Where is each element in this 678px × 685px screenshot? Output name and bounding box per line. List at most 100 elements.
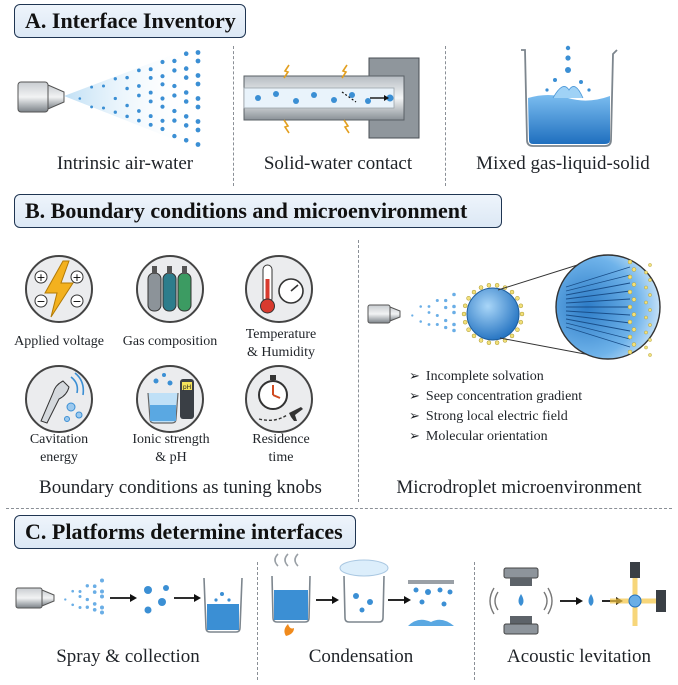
droplet bbox=[644, 270, 648, 275]
caption-boundary-conditions: Boundary conditions as tuning knobs bbox=[39, 477, 322, 498]
droplet bbox=[419, 320, 422, 323]
droplet bbox=[444, 305, 448, 310]
droplet bbox=[195, 73, 201, 78]
droplet bbox=[148, 114, 153, 119]
droplet bbox=[183, 51, 189, 56]
field-line bbox=[565, 274, 631, 292]
droplet bbox=[71, 589, 75, 593]
droplet bbox=[644, 330, 648, 335]
droplet bbox=[644, 315, 648, 320]
droplet bbox=[452, 322, 456, 327]
bullet-item: Seep concentration gradient bbox=[409, 386, 582, 406]
droplet bbox=[627, 319, 633, 325]
droplet bbox=[462, 319, 468, 325]
knob-label-ionic-strength-ph: Ionic strength & pH bbox=[132, 432, 210, 465]
droplet bbox=[648, 338, 652, 342]
droplet bbox=[466, 296, 471, 301]
acoustic-levitation-illustration bbox=[489, 562, 666, 635]
droplet bbox=[160, 118, 165, 123]
droplet bbox=[148, 75, 153, 80]
droplet bbox=[160, 59, 165, 65]
droplet bbox=[486, 340, 492, 345]
droplet bbox=[471, 289, 477, 295]
droplet bbox=[100, 589, 104, 594]
microdroplet-illustration bbox=[367, 254, 661, 360]
droplet bbox=[648, 263, 652, 267]
droplet bbox=[494, 340, 500, 345]
section-b-header: B. Boundary conditions and microenvironm… bbox=[14, 194, 502, 228]
droplet bbox=[648, 308, 652, 312]
bullet-item: Molecular orientation bbox=[409, 426, 582, 446]
droplet bbox=[435, 298, 439, 303]
ultrasound-probe-icon bbox=[25, 365, 93, 433]
droplet bbox=[183, 90, 189, 95]
droplet bbox=[148, 122, 153, 127]
field-line bbox=[565, 290, 631, 300]
section-a-header: A. Interface Inventory bbox=[14, 4, 246, 38]
droplet bbox=[648, 353, 652, 357]
caption-mixed-gas-liquid-solid: Mixed gas-liquid-solid bbox=[476, 153, 650, 174]
droplet bbox=[452, 310, 456, 315]
droplet bbox=[148, 90, 153, 95]
droplet bbox=[494, 283, 500, 288]
caption-intrinsic-air-water: Intrinsic air-water bbox=[56, 153, 194, 174]
droplet bbox=[627, 274, 633, 280]
droplet bbox=[78, 606, 82, 609]
svg-text:+: + bbox=[72, 271, 81, 284]
solid-water-tube-illustration bbox=[243, 57, 420, 139]
field-line bbox=[565, 266, 631, 288]
droplet bbox=[160, 74, 165, 79]
divider-c2 bbox=[474, 562, 475, 680]
knob-label-residence-time: Residence time bbox=[252, 432, 310, 465]
droplet bbox=[160, 82, 165, 87]
droplet bbox=[444, 318, 448, 323]
droplet bbox=[100, 610, 104, 615]
droplet bbox=[519, 311, 525, 317]
beaker-splash-illustration bbox=[521, 45, 618, 147]
droplet bbox=[518, 319, 524, 325]
section-c-header: C. Platforms determine interfaces bbox=[14, 515, 356, 549]
droplet bbox=[183, 75, 189, 80]
field-line bbox=[565, 298, 631, 304]
droplet bbox=[172, 83, 177, 89]
droplet bbox=[183, 138, 189, 143]
droplet bbox=[100, 594, 104, 599]
droplet bbox=[627, 334, 633, 340]
droplet bbox=[631, 327, 637, 332]
droplet bbox=[195, 50, 201, 55]
droplet bbox=[627, 304, 633, 310]
caption-solid-water-contact: Solid-water contact bbox=[263, 153, 413, 174]
droplet bbox=[71, 603, 75, 607]
droplet bbox=[627, 289, 633, 295]
svg-text:−: − bbox=[36, 295, 45, 308]
droplet bbox=[631, 297, 637, 302]
svg-text:+: + bbox=[36, 271, 45, 284]
droplet bbox=[160, 96, 165, 101]
droplet bbox=[78, 595, 82, 598]
spray-collection-illustration bbox=[15, 577, 243, 633]
droplet bbox=[125, 114, 129, 119]
droplet bbox=[466, 327, 471, 332]
droplet bbox=[195, 58, 201, 64]
knob-label-temperature-humidity: Temperature & Humidity bbox=[245, 327, 317, 360]
droplet bbox=[92, 584, 97, 589]
droplet bbox=[100, 605, 104, 610]
divider-a1 bbox=[233, 46, 234, 186]
droplet bbox=[92, 602, 97, 606]
droplet bbox=[644, 345, 648, 350]
droplet bbox=[648, 323, 652, 327]
droplet bbox=[183, 66, 189, 71]
droplet bbox=[518, 303, 524, 309]
droplet bbox=[486, 283, 492, 288]
droplet bbox=[101, 106, 106, 110]
droplet bbox=[515, 296, 520, 301]
droplet bbox=[631, 267, 637, 272]
divider-bc bbox=[6, 508, 672, 509]
knob-label-applied-voltage: Applied voltage bbox=[14, 334, 104, 349]
microenvironment-bullet-list: Incomplete solvation Seep concentration … bbox=[409, 366, 582, 446]
field-line bbox=[565, 314, 631, 324]
droplet bbox=[160, 104, 165, 109]
droplet bbox=[92, 607, 97, 612]
divider-c1 bbox=[257, 562, 258, 680]
droplet bbox=[444, 298, 448, 303]
